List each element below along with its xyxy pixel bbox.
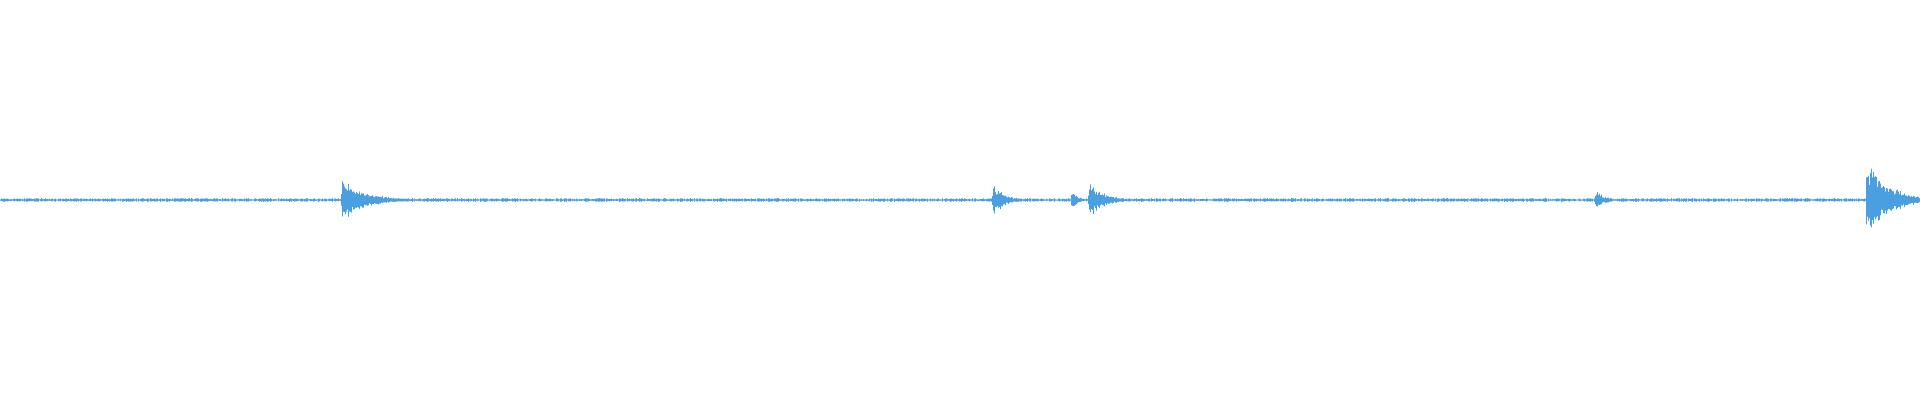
waveform-peaks xyxy=(0,168,1920,228)
waveform-envelope xyxy=(0,168,1920,228)
